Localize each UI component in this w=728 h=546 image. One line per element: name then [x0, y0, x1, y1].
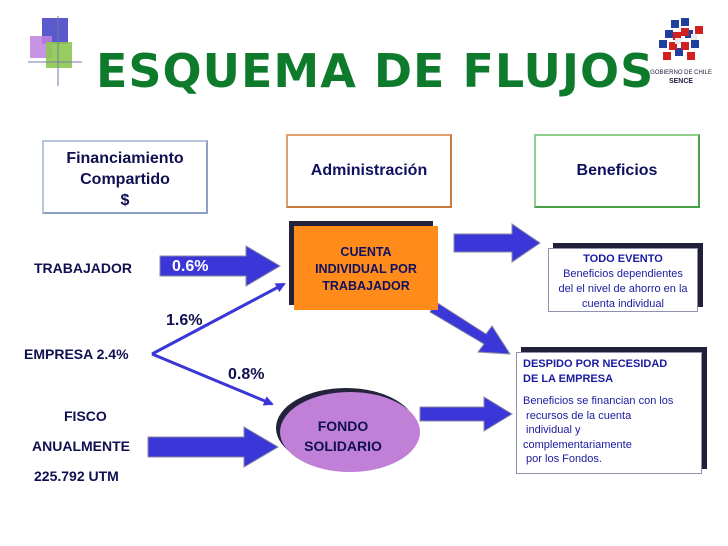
cuenta-line3: TRABAJADOR [294, 278, 438, 295]
todo-evento-title: TODO EVENTO [549, 252, 697, 267]
despido-line3: individual y [523, 423, 697, 438]
despido-line2: recursos de la cuenta [523, 409, 697, 424]
todo-evento-box: TODO EVENTO Beneficios dependientes del … [548, 248, 698, 312]
source-trabajador: TRABAJADOR [34, 260, 132, 276]
despido-line4: complementariamente [523, 438, 697, 453]
arrow-to-todo-evento [454, 224, 540, 262]
source-fisco-line1: FISCO [64, 408, 107, 424]
fondo-line1: FONDO [298, 416, 388, 436]
despido-line1: Beneficios se financian con los [523, 394, 697, 409]
cuenta-line1: CUENTA [294, 244, 438, 261]
todo-evento-line2: del el nivel de ahorro en la [549, 282, 697, 297]
despido-title-line1: DESPIDO POR NECESIDAD [523, 357, 697, 372]
rate-trabajador: 0.6% [172, 258, 208, 276]
rate-empresa-fondo: 0.8% [228, 366, 264, 384]
cuenta-line2: INDIVIDUAL POR [294, 261, 438, 278]
rate-empresa-cuenta: 1.6% [166, 312, 202, 330]
fondo-line2: SOLIDARIO [298, 436, 388, 456]
despido-box: DESPIDO POR NECESIDAD DE LA EMPRESA Bene… [516, 352, 702, 474]
cuenta-individual-box: CUENTA INDIVIDUAL POR TRABAJADOR [294, 226, 438, 310]
todo-evento-line3: cuenta individual [549, 297, 697, 312]
source-fisco-line2: ANUALMENTE [32, 438, 130, 454]
source-fisco-line3: 225.792 UTM [34, 468, 119, 484]
despido-line5: por los Fondos. [523, 452, 697, 467]
source-empresa: EMPRESA 2.4% [24, 346, 129, 362]
arrow-empresa-split [152, 284, 284, 404]
arrow-fondo-to-despido [420, 397, 512, 431]
todo-evento-line1: Beneficios dependientes [549, 267, 697, 282]
arrow-to-despido [430, 302, 510, 354]
fondo-solidario-label: FONDO SOLIDARIO [298, 416, 388, 456]
arrow-fisco [148, 427, 278, 467]
despido-title-line2: DE LA EMPRESA [523, 372, 697, 387]
